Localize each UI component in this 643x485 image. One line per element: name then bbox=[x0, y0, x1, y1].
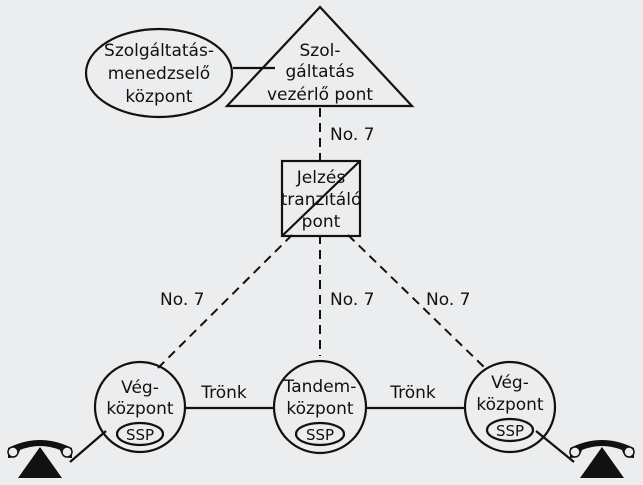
transfer-point-square bbox=[280, 159, 362, 238]
management-center-line-2: menedzselő bbox=[108, 64, 210, 84]
end-office-left-circle bbox=[93, 360, 187, 454]
tandem-office-ssp-oval bbox=[294, 421, 346, 447]
tandem-office-line-1: Tandem- bbox=[283, 377, 357, 397]
end-office-right-ssp: SSP bbox=[496, 422, 524, 440]
management-center-line-3: központ bbox=[125, 87, 193, 107]
transfer-point-line-3: pont bbox=[302, 212, 341, 232]
management-center-ellipse bbox=[84, 27, 234, 119]
no7-top-label: No. 7 bbox=[330, 125, 374, 145]
phone-right-line bbox=[535, 430, 575, 463]
transfer-end-right-no7-link bbox=[347, 234, 486, 369]
tandem-office-line-2: központ bbox=[286, 399, 354, 419]
transfer-point-line-2: tranzitáló bbox=[281, 190, 362, 210]
control-point-line-2: gáltatás bbox=[286, 62, 355, 82]
end-office-left-ssp-oval bbox=[115, 421, 165, 447]
no7-right-label: No. 7 bbox=[426, 290, 470, 310]
end-office-left-line-2: központ bbox=[106, 399, 174, 419]
transfer-point-diagonal bbox=[281, 160, 361, 237]
end-office-right-line-2: központ bbox=[476, 395, 544, 415]
transfer-point-line-1: Jelzés bbox=[296, 168, 346, 188]
control-point-line-3: vezérlő pont bbox=[267, 85, 373, 105]
end-office-left-line-1: Vég- bbox=[121, 378, 159, 398]
management-center-line-1: Szolgáltatás- bbox=[104, 41, 214, 61]
transfer-end-left-no7-link bbox=[157, 234, 293, 369]
no7-left-label: No. 7 bbox=[160, 290, 204, 310]
telephone-icon bbox=[569, 440, 635, 478]
trunk-right-label: Trönk bbox=[389, 383, 436, 403]
phone-left-line bbox=[69, 430, 107, 463]
end-office-left-ssp: SSP bbox=[126, 426, 154, 444]
trunk-left-label: Trönk bbox=[200, 383, 247, 403]
tandem-office-ssp: SSP bbox=[306, 426, 334, 444]
end-office-right-ssp-oval bbox=[485, 417, 535, 443]
control-point-line-1: Szol- bbox=[300, 41, 341, 61]
control-point-triangle bbox=[224, 5, 415, 108]
end-office-right-circle bbox=[463, 360, 557, 454]
no7-mid-label: No. 7 bbox=[330, 290, 374, 310]
telephone-icon bbox=[7, 440, 73, 478]
tandem-office-circle bbox=[272, 359, 368, 455]
end-office-right-line-1: Vég- bbox=[491, 373, 529, 393]
